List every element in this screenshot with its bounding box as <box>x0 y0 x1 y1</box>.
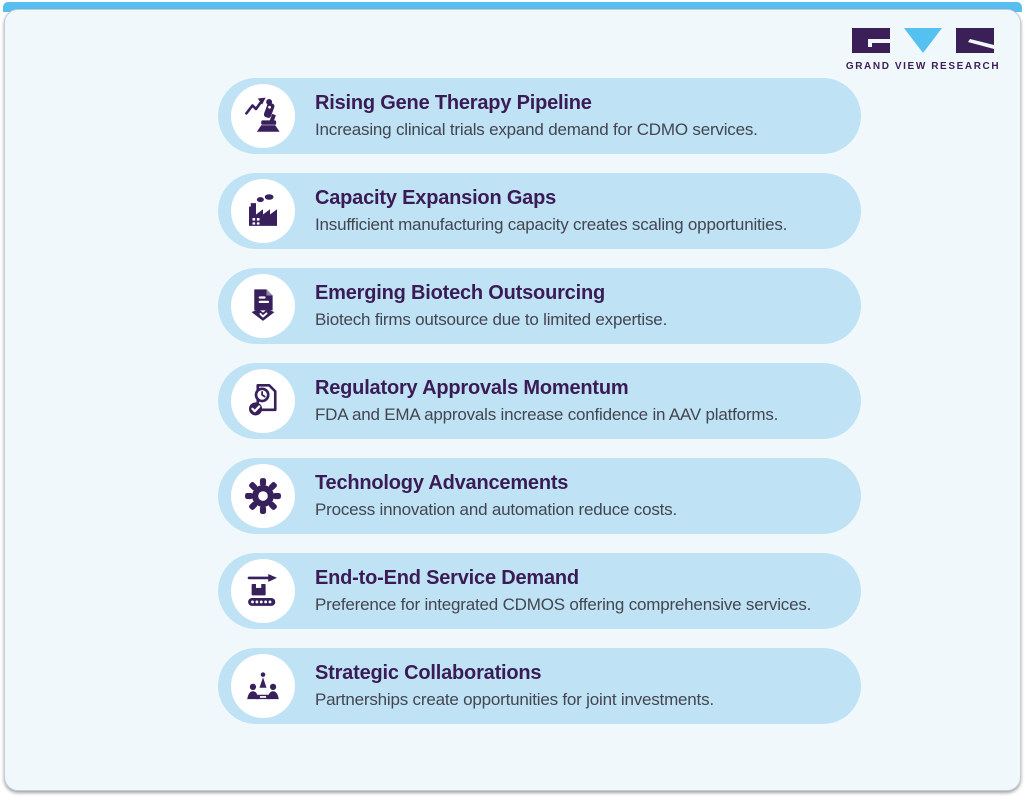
card-description: Preference for integrated CDMOS offering… <box>315 595 812 615</box>
card-title: Emerging Biotech Outsourcing <box>315 282 605 305</box>
card-description: Insufficient manufacturing capacity crea… <box>315 215 788 235</box>
card-description: Biotech firms outsource due to limited e… <box>315 310 668 330</box>
conveyor-icon <box>231 559 295 623</box>
card-end-to-end-service: End-to-End Service Demand Preference for… <box>218 553 861 629</box>
driver-cards-list: Rising Gene Therapy Pipeline Increasing … <box>218 78 861 724</box>
approval-clock-icon <box>231 369 295 433</box>
card-technology-advancements: Technology Advancements Process innovati… <box>218 458 861 534</box>
gear-icon <box>231 464 295 528</box>
card-title: Rising Gene Therapy Pipeline <box>315 92 592 115</box>
collaboration-icon <box>231 654 295 718</box>
top-accent-bar <box>3 2 1022 12</box>
card-description: Increasing clinical trials expand demand… <box>315 120 758 140</box>
card-strategic-collaborations: Strategic Collaborations Partnerships cr… <box>218 648 861 724</box>
card-rising-gene-therapy: Rising Gene Therapy Pipeline Increasing … <box>218 78 861 154</box>
card-description: FDA and EMA approvals increase confidenc… <box>315 405 779 425</box>
card-title: Capacity Expansion Gaps <box>315 187 557 210</box>
card-title: End-to-End Service Demand <box>315 567 579 590</box>
card-title: Strategic Collaborations <box>315 662 542 685</box>
card-title: Regulatory Approvals Momentum <box>315 377 629 400</box>
gvr-logo-mark <box>852 28 994 53</box>
document-handshake-icon <box>231 274 295 338</box>
microscope-trend-icon <box>231 84 295 148</box>
card-capacity-expansion: Capacity Expansion Gaps Insufficient man… <box>218 173 861 249</box>
gvr-logo: GRAND VIEW RESEARCH <box>846 28 999 72</box>
factory-icon <box>231 179 295 243</box>
card-description: Partnerships create opportunities for jo… <box>315 690 714 710</box>
card-regulatory-approvals: Regulatory Approvals Momentum FDA and EM… <box>218 363 861 439</box>
card-title: Technology Advancements <box>315 472 569 495</box>
card-biotech-outsourcing: Emerging Biotech Outsourcing Biotech fir… <box>218 268 861 344</box>
gvr-logo-text: GRAND VIEW RESEARCH <box>845 61 1001 72</box>
card-description: Process innovation and automation reduce… <box>315 500 677 520</box>
